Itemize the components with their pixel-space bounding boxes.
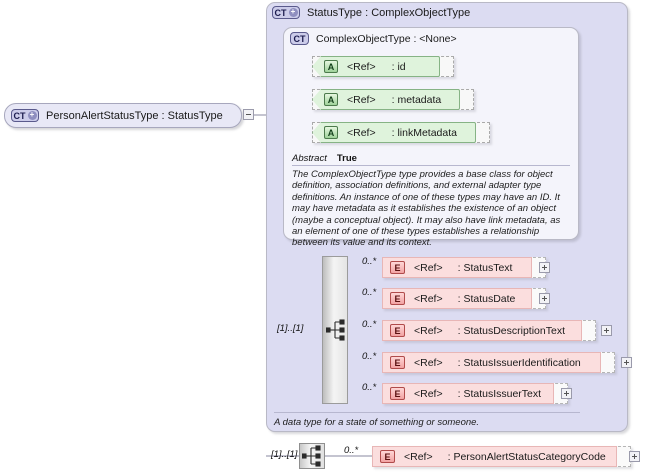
- element-row[interactable]: E <Ref> : StatusDescriptionText: [382, 320, 596, 341]
- element-icon: E: [380, 450, 395, 463]
- attribute-row[interactable]: A <Ref> : linkMetadata: [312, 122, 490, 143]
- element-expand-toggle[interactable]: [629, 451, 640, 462]
- element-name: : StatusIssuerIdentification: [457, 356, 581, 369]
- element-ref: <Ref>: [414, 356, 443, 369]
- element-cardinality: 0..*: [362, 319, 377, 330]
- outer-element-cardinality: 0..*: [344, 445, 359, 456]
- complex-type-icon: CT+: [272, 6, 300, 19]
- attribute-ref: <Ref>: [347, 126, 376, 139]
- sequence-icon: [302, 445, 321, 467]
- element-ref: <Ref>: [414, 292, 443, 305]
- attribute-icon: A: [324, 126, 338, 139]
- statustype-documentation-panel: A data type for a state of something or …: [274, 412, 580, 428]
- statustype-documentation-text: A data type for a state of something or …: [274, 417, 480, 428]
- attribute-name: : id: [391, 60, 406, 73]
- element-expand-toggle[interactable]: [539, 293, 550, 304]
- complexobjecttype-label: ComplexObjectType : <None>: [316, 32, 457, 45]
- attribute-ref: <Ref>: [347, 93, 376, 106]
- abstract-value: True: [336, 153, 357, 164]
- element-icon: E: [390, 324, 405, 337]
- root-type-box[interactable]: CT+ PersonAlertStatusType : StatusType: [4, 103, 242, 128]
- statustype-label: StatusType : ComplexObjectType: [307, 6, 471, 19]
- element-name: : StatusText: [457, 261, 513, 274]
- complex-type-icon: CT+: [11, 109, 39, 122]
- element-row[interactable]: E <Ref> : StatusIssuerIdentification: [382, 352, 615, 373]
- complexobjecttype-header[interactable]: CT ComplexObjectType : <None>: [290, 32, 457, 45]
- element-ref: <Ref>: [414, 387, 443, 400]
- element-name: : StatusDescriptionText: [457, 324, 565, 337]
- root-type-label: PersonAlertStatusType : StatusType: [46, 109, 223, 122]
- element-cardinality: 0..*: [362, 256, 377, 267]
- element-icon: E: [390, 387, 405, 400]
- sequence-cardinality: [1]..[1]: [277, 323, 304, 334]
- element-row[interactable]: E <Ref> : StatusDate: [382, 288, 546, 309]
- attribute-ref: <Ref>: [347, 60, 376, 73]
- element-row[interactable]: E <Ref> : PersonAlertStatusCategoryCode: [372, 446, 631, 467]
- abstract-label: Abstract: [292, 153, 327, 164]
- element-ref: <Ref>: [414, 324, 443, 337]
- expand-plus-icon[interactable]: +: [288, 8, 298, 17]
- abstract-row: Abstract True: [292, 153, 570, 166]
- complexobjecttype-documentation-text: The ComplexObjectType type provides a ba…: [292, 169, 561, 249]
- element-ref: <Ref>: [404, 450, 433, 463]
- attribute-row[interactable]: A <Ref> : id: [312, 56, 454, 77]
- element-icon: E: [390, 356, 405, 369]
- complexobjecttype-documentation-panel: Abstract True The ComplexObjectType type…: [292, 153, 570, 249]
- element-cardinality: 0..*: [362, 287, 377, 298]
- element-icon: E: [390, 292, 405, 305]
- element-expand-toggle[interactable]: [621, 357, 632, 368]
- element-name: : StatusIssuerText: [457, 387, 542, 400]
- element-ref: <Ref>: [414, 261, 443, 274]
- expand-plus-icon[interactable]: +: [27, 111, 37, 120]
- sequence-icon: [326, 319, 345, 341]
- attribute-name: : linkMetadata: [391, 126, 457, 139]
- statustype-header[interactable]: CT+ StatusType : ComplexObjectType: [272, 6, 470, 19]
- root-collapse-toggle[interactable]: [243, 109, 254, 120]
- divider: [274, 412, 580, 414]
- element-row[interactable]: E <Ref> : StatusIssuerText: [382, 383, 568, 404]
- element-icon: E: [390, 261, 405, 274]
- element-expand-toggle[interactable]: [539, 262, 550, 273]
- element-cardinality: 0..*: [362, 382, 377, 393]
- outer-sequence-cardinality: [1]..[1]: [271, 449, 298, 460]
- complex-type-icon: CT: [290, 32, 309, 45]
- attribute-icon: A: [324, 60, 338, 73]
- element-row[interactable]: E <Ref> : StatusText: [382, 257, 546, 278]
- attribute-name: : metadata: [391, 93, 442, 106]
- element-expand-toggle[interactable]: [601, 325, 612, 336]
- element-name: : PersonAlertStatusCategoryCode: [447, 450, 606, 463]
- element-name: : StatusDate: [457, 292, 516, 305]
- element-expand-toggle[interactable]: [561, 388, 572, 399]
- element-cardinality: 0..*: [362, 351, 377, 362]
- attribute-icon: A: [324, 93, 338, 106]
- attribute-row[interactable]: A <Ref> : metadata: [312, 89, 474, 110]
